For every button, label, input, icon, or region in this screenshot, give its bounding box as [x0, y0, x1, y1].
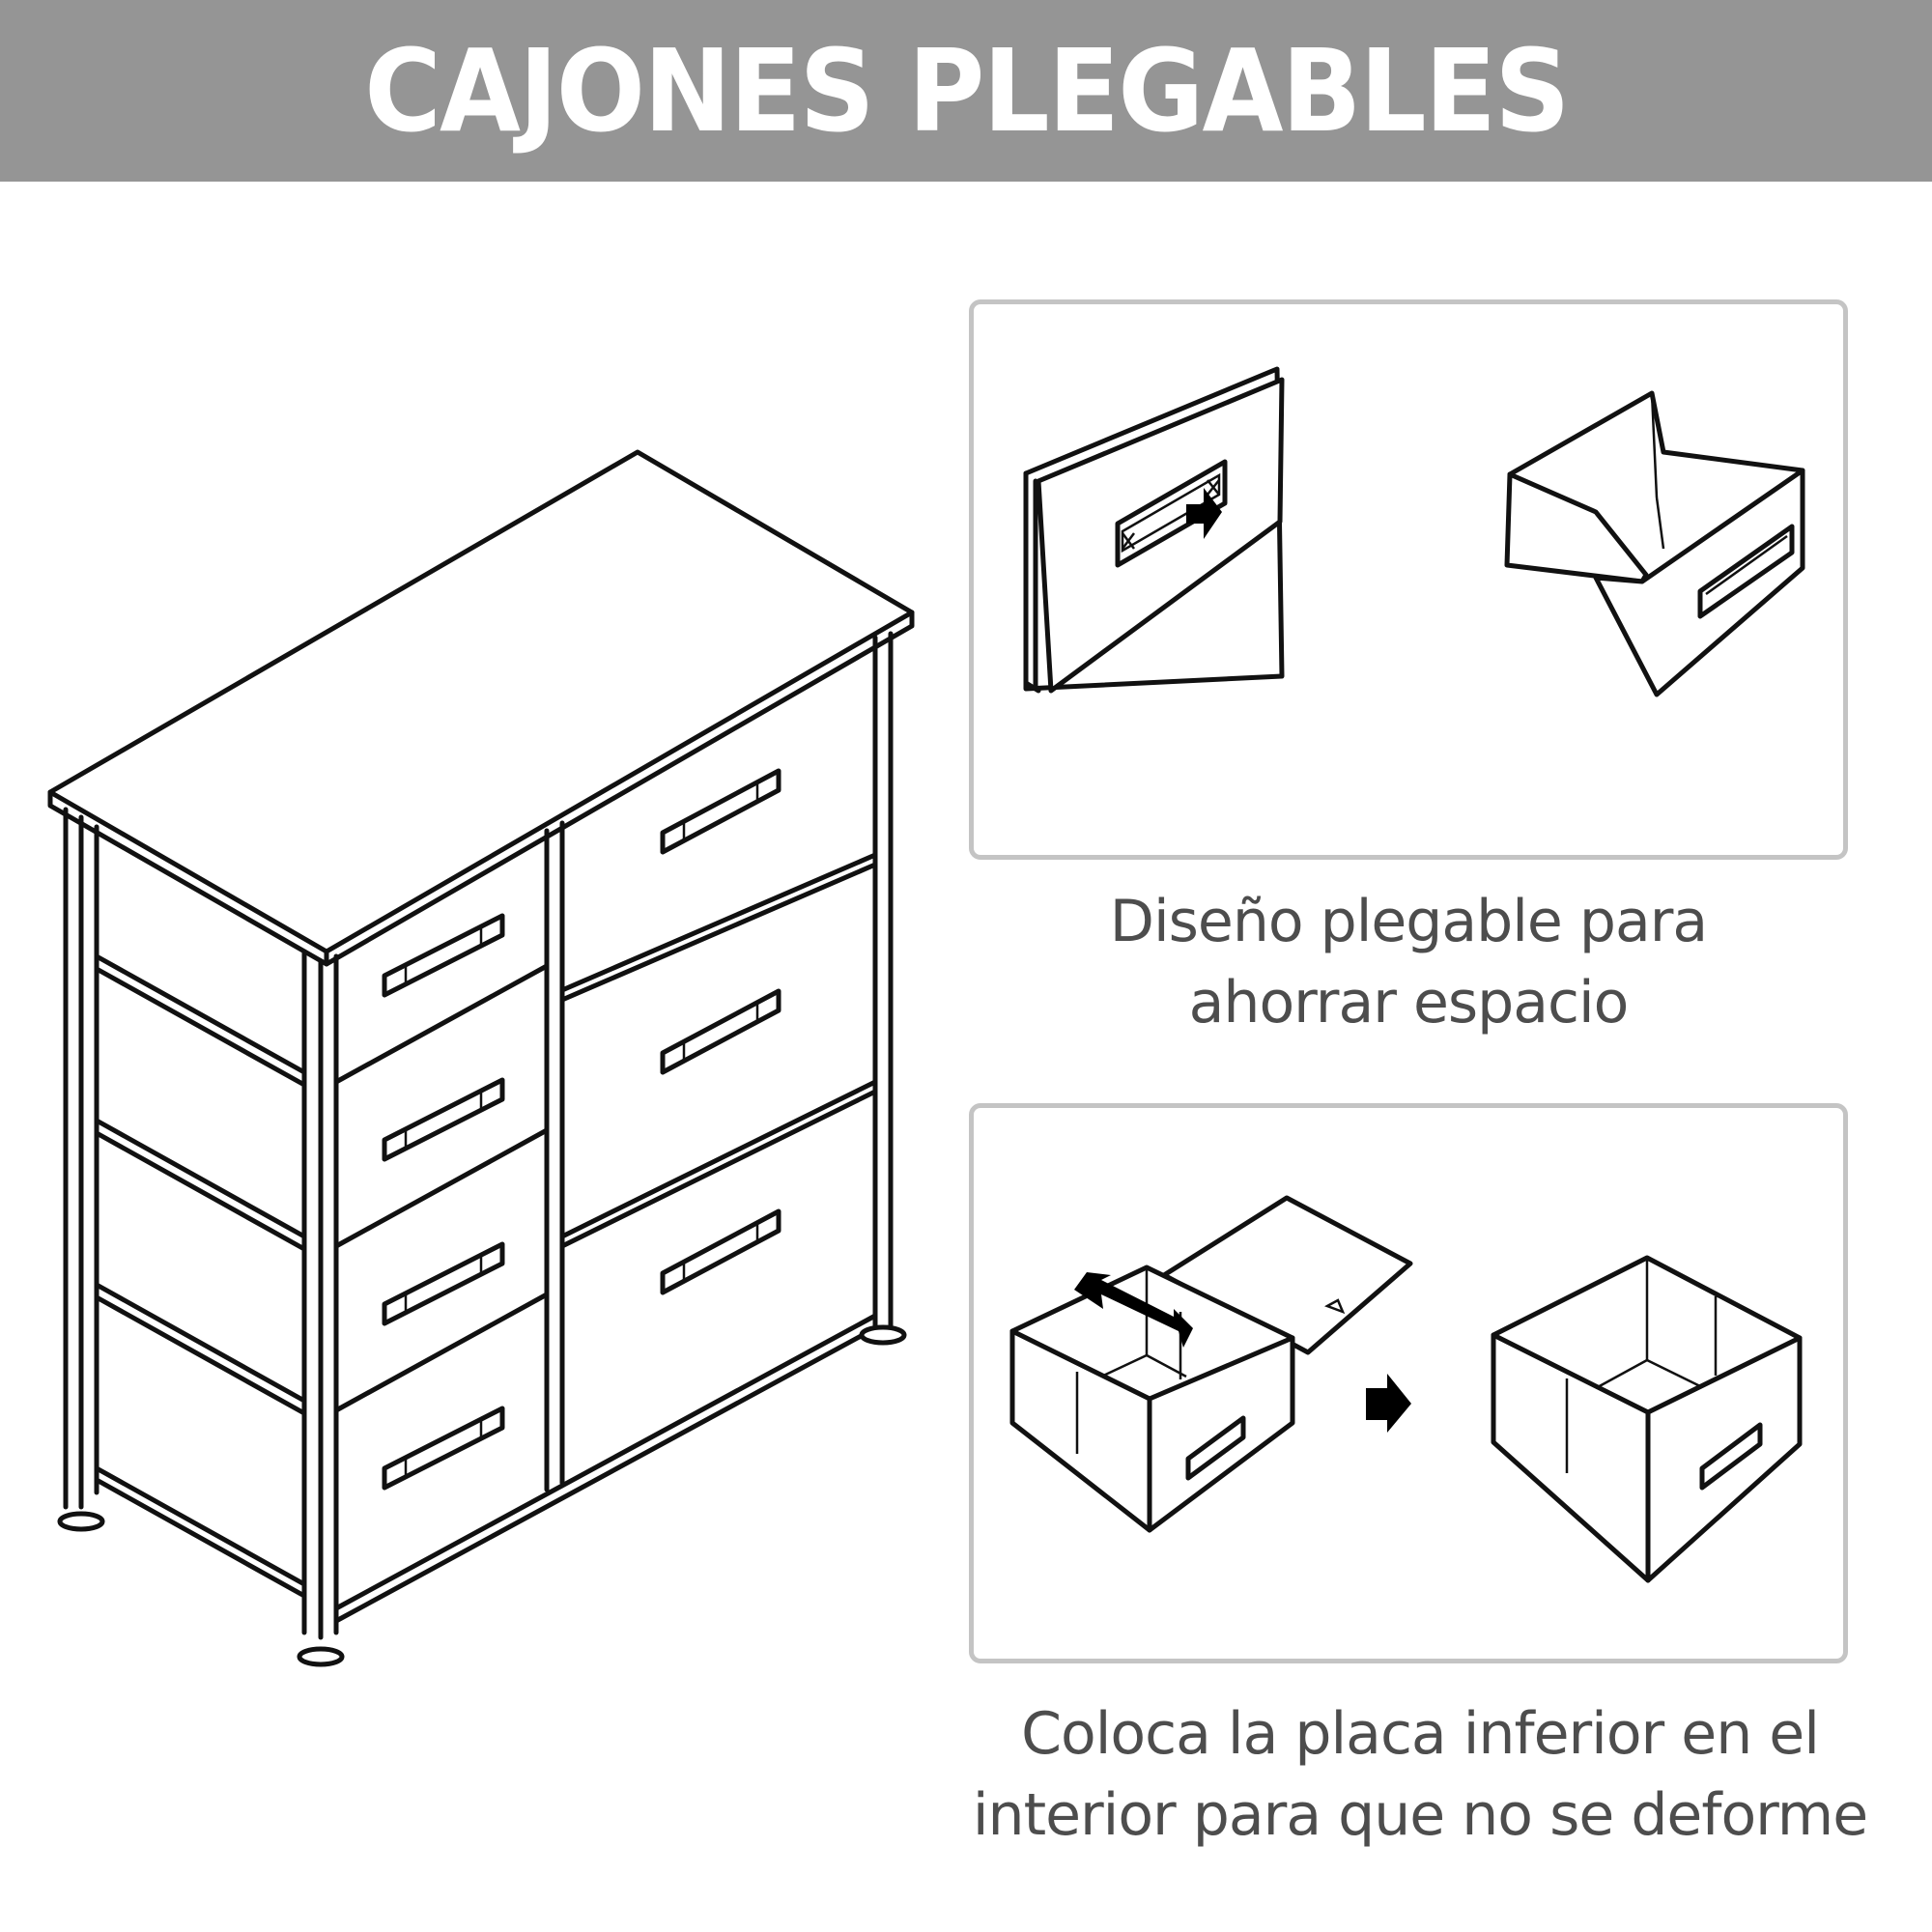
drawer-handle: [1697, 524, 1795, 619]
right-drawers: [559, 768, 878, 1295]
title-banner: CAJONES PLEGABLES: [0, 0, 1932, 182]
arrow-insert-icon: [1074, 1272, 1193, 1348]
side-panels: [94, 953, 307, 1416]
base-plate-caption-line-1: Coloca la placa inferior en el: [1021, 1700, 1820, 1768]
open-box-with-base-plate: [1009, 1264, 1295, 1533]
banner-title: CAJONES PLEGABLES: [363, 24, 1570, 157]
arrow-right-icon: [1186, 488, 1222, 539]
folding-caption: Diseño plegable para ahorrar espacio: [969, 881, 1848, 1043]
assembled-box: [1491, 1255, 1803, 1583]
drawer-handle: [1185, 1415, 1246, 1481]
folding-caption-line-2: ahorrar espacio: [1188, 969, 1630, 1037]
base-plate-caption-line-2: interior para que no se deforme: [972, 1781, 1868, 1849]
drawer-handle: [660, 988, 781, 1075]
drawer-handle: [1115, 459, 1228, 568]
drawer-handle: [382, 1241, 505, 1326]
arrow-right-icon: [1366, 1374, 1411, 1433]
drawer-unfolding-box: [1504, 390, 1805, 697]
drawer-handle: [1699, 1422, 1763, 1491]
drawer-handle: [660, 768, 781, 855]
drawer-handle: [382, 1406, 505, 1491]
drawer-handle: [382, 913, 505, 998]
folding-caption-line-1: Diseño plegable para: [1109, 888, 1708, 955]
dresser-top: [47, 449, 915, 967]
drawer-handle: [382, 1077, 505, 1162]
folded-drawer-flat: [1023, 366, 1285, 694]
left-drawers: [333, 913, 550, 1491]
drawer-handle: [660, 1208, 781, 1295]
base-plate-caption: Coloca la placa inferior en el interior …: [908, 1693, 1932, 1856]
dresser-frame: [57, 631, 907, 1667]
